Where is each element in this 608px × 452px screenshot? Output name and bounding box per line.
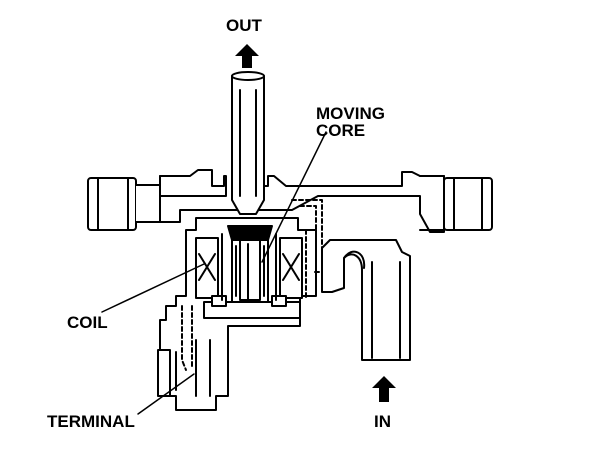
in-label: IN [374, 412, 391, 431]
coil-winding-right [282, 253, 300, 281]
out-label: OUT [226, 16, 262, 35]
coil-label: COIL [67, 313, 108, 332]
terminal-leader [137, 373, 195, 415]
internal-passages [181, 199, 323, 371]
right-port [443, 177, 493, 231]
leader-lines [101, 131, 327, 415]
terminal-label: TERMINAL [47, 412, 135, 431]
in-pipe [321, 239, 411, 361]
coil-leader [101, 263, 205, 313]
moving-core-leader [261, 131, 327, 263]
moving-core-label: MOVING CORE [316, 105, 385, 139]
moving-core-label-line1: MOVING [316, 104, 385, 123]
moving-core-label-line2: CORE [316, 121, 366, 140]
terminal-connector [157, 339, 211, 397]
out-pipe [231, 71, 265, 215]
in-arrow [372, 376, 396, 402]
coil-winding-left [198, 253, 216, 281]
left-port [87, 177, 161, 231]
out-arrow [235, 44, 259, 68]
